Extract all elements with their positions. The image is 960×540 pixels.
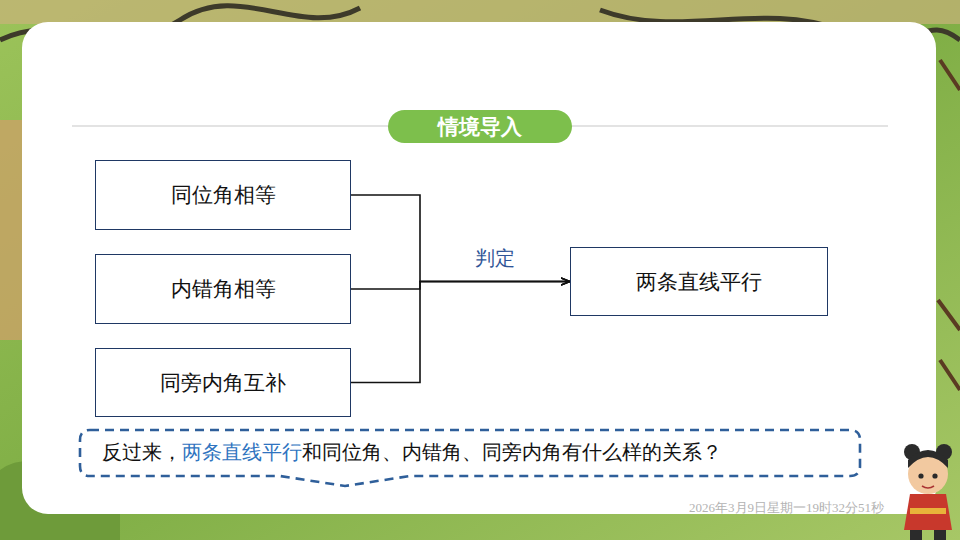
edge-label: 判定 bbox=[471, 245, 519, 272]
wood-post bbox=[0, 120, 22, 340]
connector-arrow bbox=[351, 282, 570, 383]
connector-arrow bbox=[351, 282, 570, 290]
process-box: 同位角相等 bbox=[95, 160, 351, 230]
branch bbox=[938, 60, 960, 390]
question-text: 反过来， bbox=[102, 441, 182, 463]
connector-arrow bbox=[351, 195, 570, 282]
box-label: 同位角相等 bbox=[171, 181, 276, 209]
box-label: 两条直线平行 bbox=[636, 268, 762, 296]
callout-text: 反过来，两条直线平行和同位角、内错角、同旁内角有什么样的关系？ bbox=[102, 439, 806, 466]
process-box: 内错角相等 bbox=[95, 254, 351, 324]
question-text: 和同位角、内错角、同旁内角有什么样的关系？ bbox=[302, 441, 722, 463]
box-label: 同旁内角互补 bbox=[160, 369, 286, 397]
cartoon-character bbox=[904, 444, 952, 540]
wood-band bbox=[0, 0, 960, 24]
dashed-border bbox=[80, 430, 860, 486]
white-panel bbox=[22, 22, 936, 514]
question-text: 两条直线平行 bbox=[182, 441, 302, 463]
process-box: 同旁内角互补 bbox=[95, 348, 351, 417]
box-label: 内错角相等 bbox=[171, 275, 276, 303]
section-title: 情境导入 bbox=[388, 110, 572, 143]
date-watermark: 2026年3月9日星期一19时32分51秒 bbox=[689, 499, 884, 517]
process-box: 两条直线平行 bbox=[570, 247, 828, 316]
question-callout: 反过来，两条直线平行和同位角、内错角、同旁内角有什么样的关系？ bbox=[80, 430, 860, 476]
